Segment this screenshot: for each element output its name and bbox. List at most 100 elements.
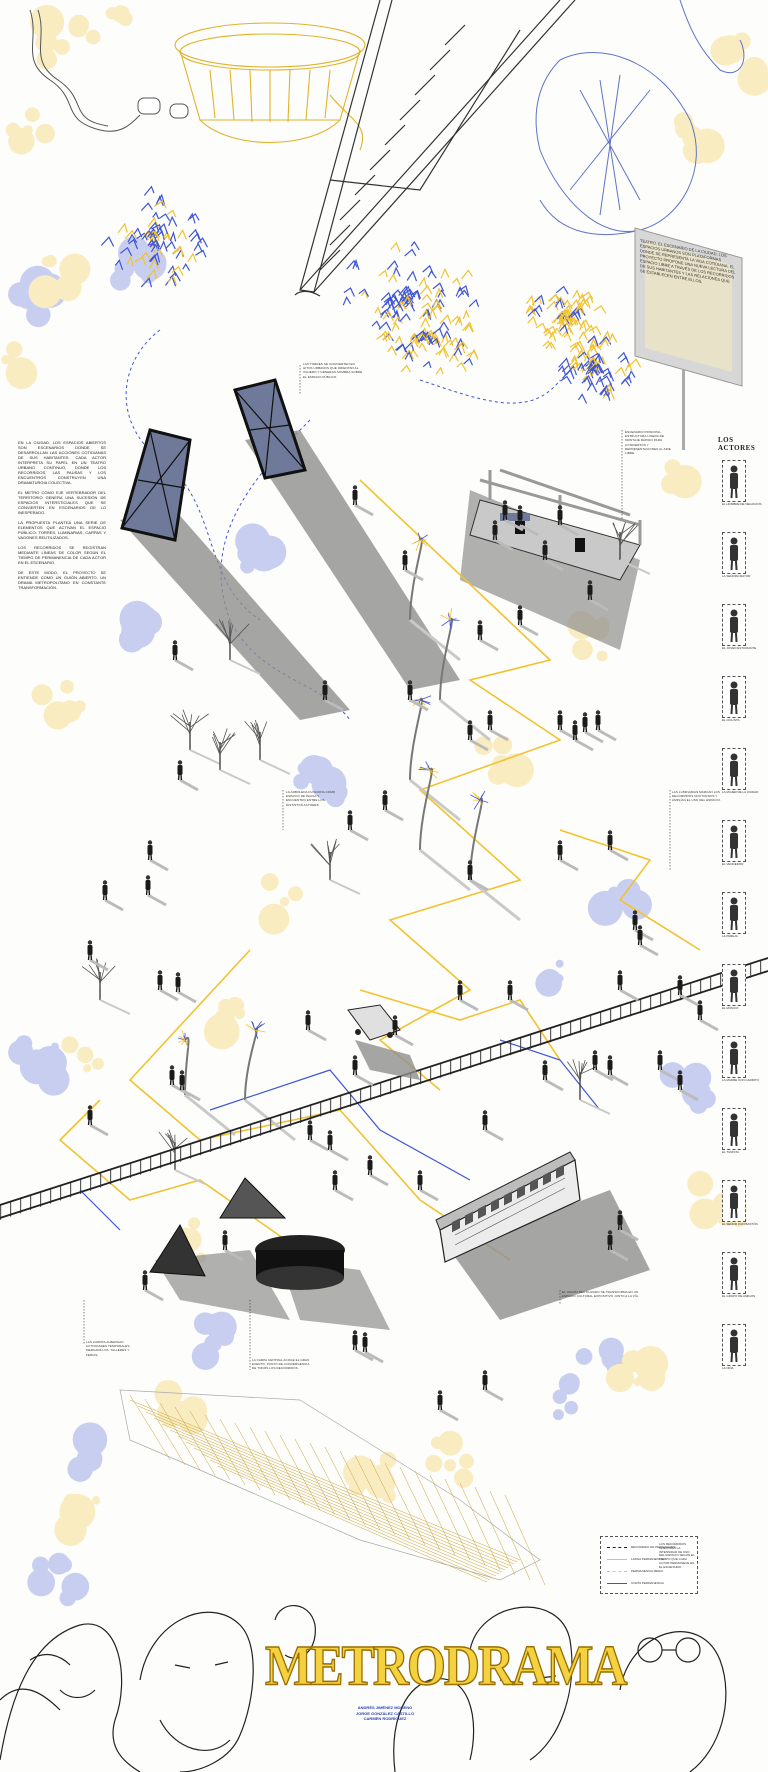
person-silhouette [572,720,594,752]
actor-frame [722,532,746,574]
annotation-carpas: LAS CARPAS ALBERGAN ACTIVIDADES TEMPORAL… [86,1340,131,1357]
intro-paragraph: LOS RECORRIDOS SE REGISTRAN MEDIANTE LÍN… [18,545,106,565]
credit-line: ANDRÉS JIMÉNEZ MORENO [357,1705,413,1710]
person-silhouette [157,970,179,1002]
plan-block [129,1394,171,1461]
legend: RECORRIDO DE PERSONAJES LARGA PERMANENCIA… [600,1536,698,1594]
paint-splash [606,1357,625,1376]
person-silhouette [482,1370,504,1402]
plan-block [174,1406,216,1476]
paint-splash [219,1320,236,1338]
person-silhouette [352,1330,374,1362]
paint-splash [741,56,768,83]
legend-label: LARGA PERMANENCIA [631,1557,664,1561]
paint-splash [48,1552,70,1575]
paint-splash [297,762,310,775]
paint-splash [237,543,257,564]
street-lamp [409,532,461,662]
towers [120,378,460,720]
person-silhouette [305,1010,327,1042]
paint-splash [60,679,74,694]
person-silhouette [392,1015,414,1047]
paint-splash [178,1404,208,1435]
tree-canopy [342,240,480,353]
paint-splash [91,1057,104,1070]
legend-label: PERMANENCIA MEDIA [631,1569,664,1573]
train-window [556,1164,564,1179]
actor-caption: EL TURISTA [722,1150,739,1154]
paint-splash [27,1568,56,1597]
person-silhouette [657,1050,679,1082]
tents [149,1177,390,1330]
paint-splash [77,1046,94,1064]
person-silhouette [542,540,564,572]
actor-frame [722,1108,746,1150]
paint-splash [121,252,130,261]
plan-block [234,1422,276,1496]
bare-tree [612,522,651,575]
person-silhouette [307,1120,329,1152]
paint-splash [8,1039,34,1066]
paint-splash [134,605,157,628]
person-silhouette [327,1130,349,1162]
actor-figure [730,537,738,571]
train-carriage [435,1151,650,1320]
plan-block [474,1486,516,1576]
annotation-vagon: EL VAGÓN REUTILIZADO SE TRANSFORMA EN UN… [562,1290,639,1299]
plan-block [264,1430,306,1506]
person-silhouette [482,1110,504,1142]
bare-tree [212,728,251,785]
person-silhouette [467,860,489,892]
plan-block [369,1458,411,1541]
actor-figure [730,609,738,643]
paint-splash [311,766,347,802]
paint-splash [607,886,621,900]
actor-caption: EL JOVEN ESTUDIANTE [722,646,757,650]
street-lamp [439,608,491,742]
person-silhouette [592,1050,614,1082]
paint-splash [59,1493,96,1530]
paint-splash [633,1377,642,1387]
paint-splash [258,903,290,935]
actor-frame [722,1180,746,1222]
paint-splash [154,1379,183,1408]
paint-splash [328,782,348,802]
person-silhouette [87,1105,109,1137]
street-lamp [409,695,461,822]
person-silhouette [402,550,424,582]
actor-frame [722,748,746,790]
legend-swatch [607,1571,627,1572]
person-silhouette [417,1170,439,1202]
plan-block [189,1410,231,1481]
intro-paragraph: EL METRO COMO EJE VERTEBRADOR DEL TERRIT… [18,490,106,515]
paint-splash [372,1464,392,1484]
paint-splash [223,1003,237,1017]
plan-block [309,1442,351,1521]
paint-splash [587,890,623,926]
paint-splash [444,1459,457,1472]
person-silhouette [352,1055,374,1087]
plan-block [144,1398,186,1466]
paint-splash [537,968,562,993]
plan-block [399,1466,441,1551]
person-silhouette [87,940,109,972]
paint-splash [737,61,768,96]
bare-tree [81,958,131,1015]
actor-frame [722,676,746,718]
person-silhouette [332,1170,354,1202]
actor-frame [722,1252,746,1294]
paint-splash [76,1446,103,1472]
paint-splash [61,1036,79,1054]
paint-splash [696,1089,716,1109]
person-silhouette [102,880,124,912]
paint-splash [535,970,562,997]
paint-splash [32,1556,50,1574]
train-window [530,1177,538,1193]
plan-block [354,1454,396,1536]
paint-splash [687,1170,714,1197]
person-silhouette [587,580,609,612]
paint-splash [621,1350,644,1373]
person-silhouette [697,1000,719,1032]
legend-label: RECORRIDO DE PERSONAJES [631,1545,676,1549]
paint-splash [689,1198,721,1230]
